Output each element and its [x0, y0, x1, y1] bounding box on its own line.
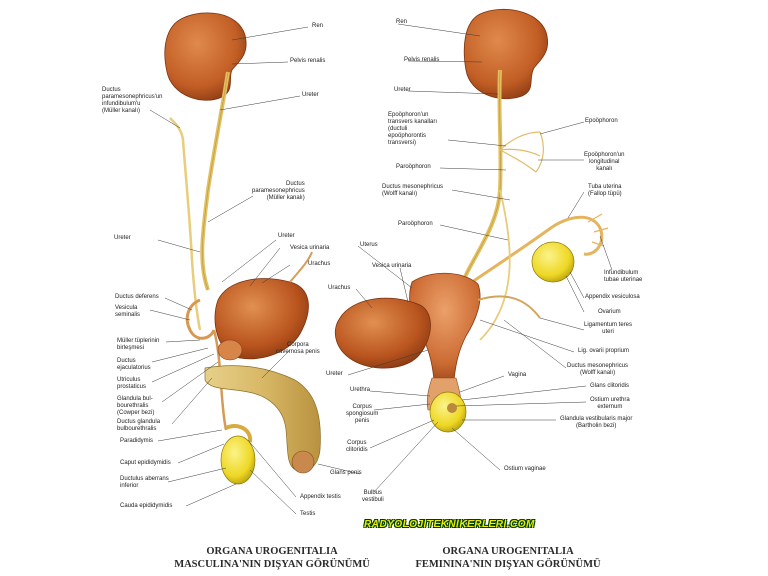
female-ureter	[458, 69, 503, 291]
label-parooph: Paroöphoron	[396, 164, 431, 170]
label-ostium-ur: Ostium urethra externum	[590, 397, 630, 410]
label-epo-trans: Epoöphoron'un transvers kanalları (ductu…	[388, 112, 438, 146]
label-corpus-sp: Corpus spongiosum penis	[346, 404, 379, 424]
label-pelvis-male: Pelvis renalis	[290, 58, 326, 64]
male-muller-duct	[181, 139, 202, 331]
label-vesicula: Vesicula seminalis	[115, 305, 141, 318]
label-ren-female: Ren	[396, 19, 408, 25]
label-gland-vest: Glandula vestibularis major (Bartholin b…	[560, 416, 633, 429]
label-mesoneph-female2: Ductus mesonephricus (Wolff kanalı)	[567, 363, 629, 376]
male-kidney	[164, 12, 247, 101]
male-prostate	[217, 339, 243, 361]
female-fallopian-tube	[459, 215, 604, 292]
watermark-logo: RADYOLOJITEKNIKERLERI.COM	[364, 519, 535, 530]
label-epooph: Epoöphoron	[585, 118, 618, 124]
label-ren-male: Ren	[312, 23, 324, 29]
label-corpus-cl: Corpus clitoridis	[346, 440, 368, 453]
label-lig-teres: Ligamentum teres uteri	[584, 322, 633, 335]
label-bulbo: Glandula bul- bourethralis (Cowper bezi)	[117, 396, 155, 416]
label-vagina: Vagina	[508, 372, 527, 378]
label-testis: Testis	[300, 511, 316, 517]
epoophoron-fan	[499, 131, 544, 173]
label-ostium-vag: Ostium vaginae	[504, 466, 546, 472]
label-aberrans: Ductulus aberrans inferior	[120, 476, 169, 489]
label-caput: Caput epididymidis	[120, 460, 171, 466]
label-cauda: Cauda epididymidis	[120, 503, 173, 509]
label-append-v: Appendix vesiculosa	[585, 294, 640, 300]
label-vesica-female: Vesica urinaria	[372, 263, 412, 269]
label-muller-mid: Ductus paramesonephricus (Müller kanalı)	[252, 181, 305, 201]
label-vesica-male: Vesica urinaria	[290, 245, 330, 251]
label-uterus: Uterus	[360, 242, 378, 248]
label-ductus-gland: Ductus glandula bulbourethralis	[117, 419, 161, 432]
female-kidney	[463, 8, 548, 100]
label-ureter-male-left: Ureter	[114, 235, 131, 241]
female-bladder	[334, 297, 431, 369]
label-deferens: Ductus deferens	[115, 294, 159, 300]
label-muller-tip: Müller tüplerinin birleşmesi	[117, 338, 160, 351]
label-urachus-male: Urachus	[308, 261, 331, 267]
title-female: ORGANA UROGENITALIA FEMININA'NIN DIŞYAN …	[415, 546, 601, 570]
label-tuba: Tuba uterina (Fallop tüpü)	[588, 184, 622, 197]
label-epo-long: Epoöphoron'un longitudinal kanalı	[584, 152, 625, 172]
label-pelvis-female: Pelvis renalis	[404, 57, 440, 63]
label-lig-ovarii: Lig. ovarii proprium	[578, 348, 630, 354]
label-ejac: Ductus ejaculatorius	[117, 358, 151, 371]
label-ureter-male-mid: Ureter	[278, 233, 295, 239]
label-infund: Infundibulum tubae uterinae	[604, 270, 643, 283]
label-corpora: Corpora cavernosa penis	[276, 342, 320, 355]
female-vestibule	[429, 391, 467, 433]
label-ureter-female: Ureter	[394, 87, 411, 93]
male-testis	[220, 435, 256, 485]
male-organs	[164, 12, 321, 485]
label-urachus-female: Urachus	[328, 285, 351, 291]
label-ovarium: Ovarium	[598, 309, 621, 315]
label-mesoneph-female: Ductus mesonephricus (Wolff kanalı)	[382, 184, 444, 197]
label-ureter-male-top: Ureter	[302, 92, 319, 98]
female-ovary	[531, 241, 575, 283]
label-glans-cl: Glans clitoridis	[590, 383, 630, 389]
female-organs	[334, 8, 609, 433]
label-ureter-female-low: Ureter	[326, 371, 343, 377]
label-bulbus: Bulbus vestibuli	[362, 490, 384, 503]
title-male: ORGANA UROGENITALIA MASCULINA'NIN DIŞYAN…	[174, 546, 370, 570]
label-utric: Utriculus prostaticus	[117, 377, 147, 390]
label-muller-left: Ductus paramesonephricus'un infundibulum…	[102, 87, 163, 114]
label-appendix-testis: Appendix testis	[300, 494, 341, 500]
label-parooph2: Paroöphoron	[398, 221, 433, 227]
leader-lines	[149, 23, 613, 515]
male-ureter	[200, 71, 230, 291]
label-glans-penis: Glans penis	[330, 470, 362, 476]
label-urethra: Urethra	[350, 387, 371, 393]
label-paradid: Paradidymis	[120, 438, 154, 444]
